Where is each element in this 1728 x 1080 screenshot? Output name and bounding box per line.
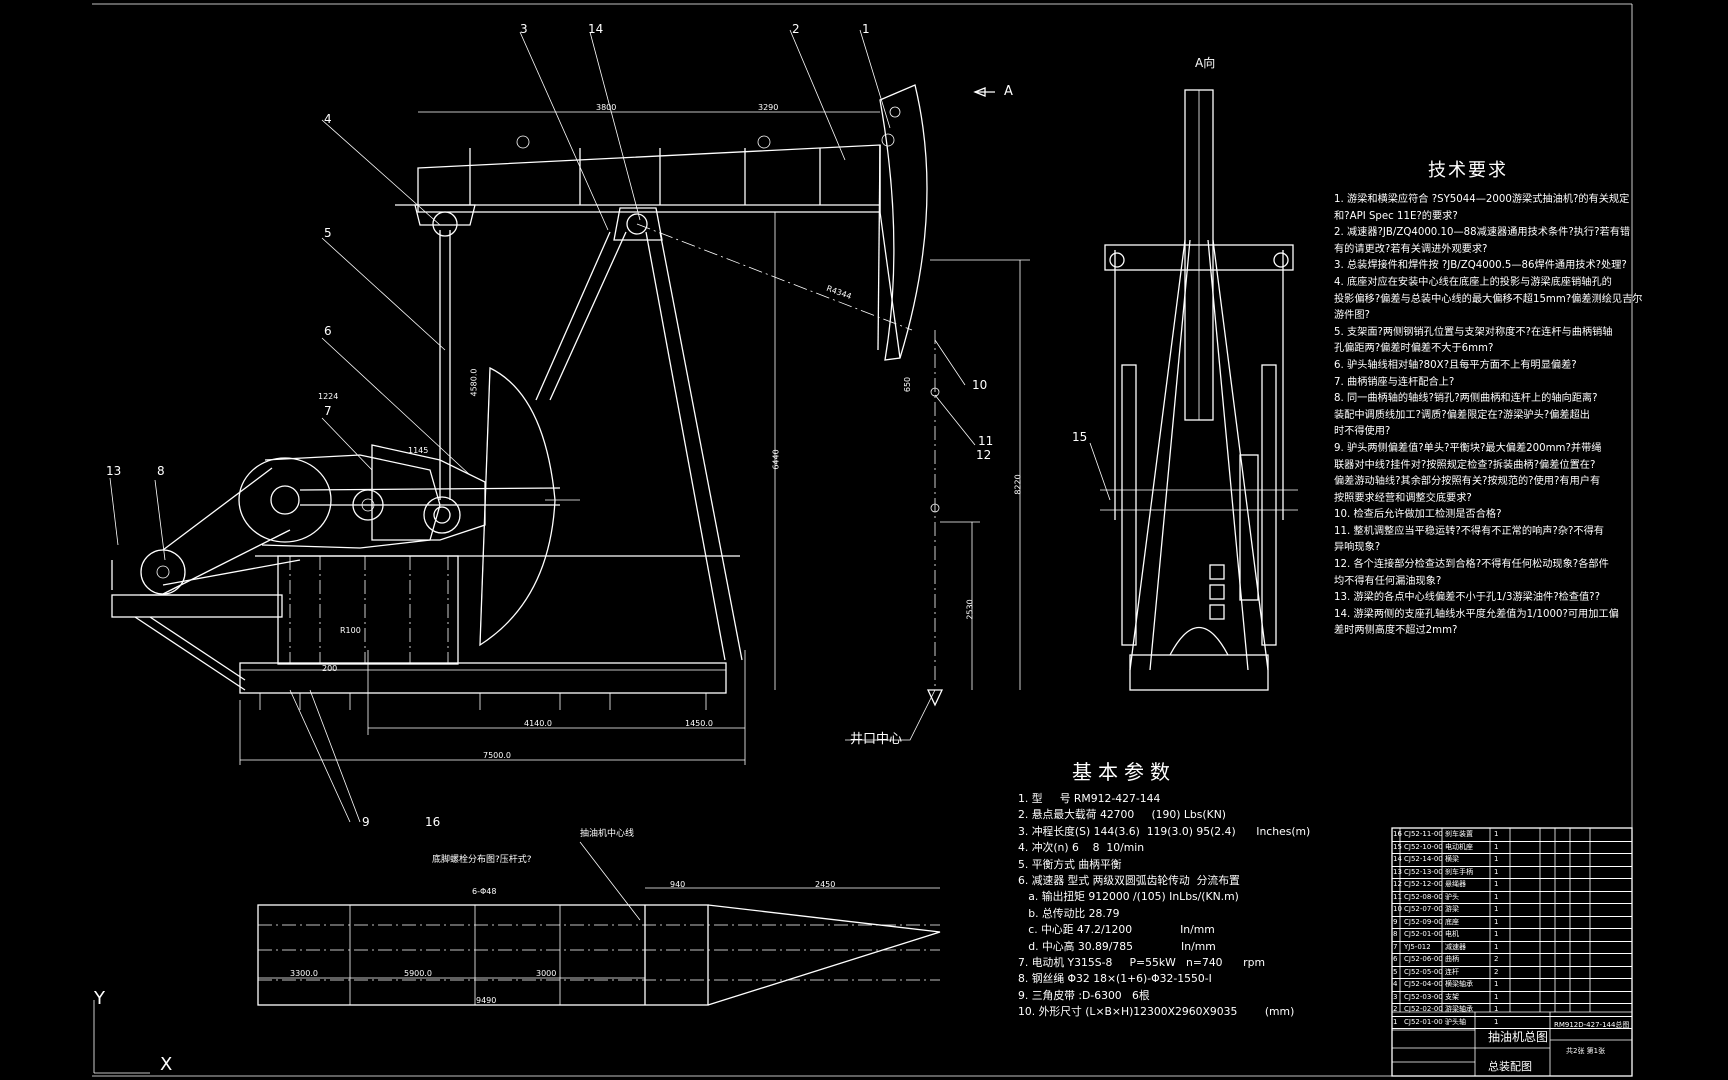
side-view-a — [1089, 89, 1298, 691]
plan-view — [257, 841, 941, 1006]
drawing-frame — [92, 3, 1633, 1077]
parts-table-frame — [1391, 827, 1633, 1077]
ucs-icon — [93, 1000, 150, 1074]
front-elevation-view — [109, 29, 1030, 823]
